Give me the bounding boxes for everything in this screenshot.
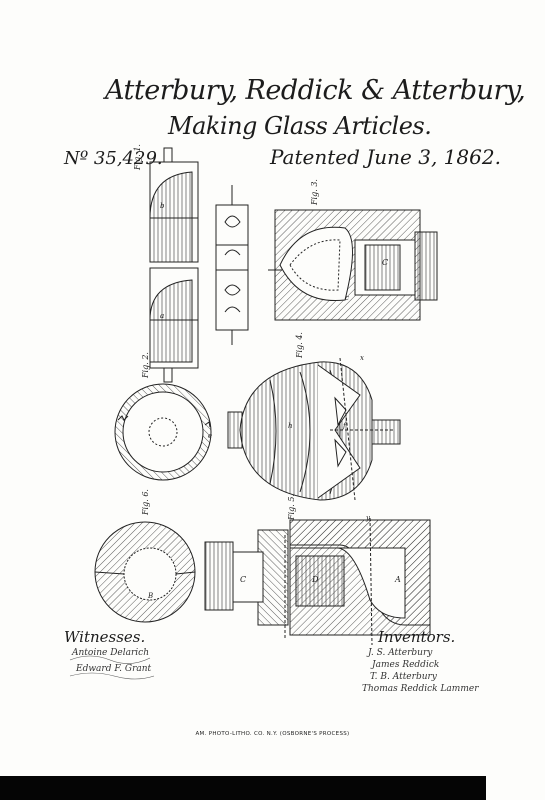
patent-date: Patented June 3, 1862. [270, 145, 501, 169]
figure-6-ring-section [94, 521, 196, 623]
ref-letter-e: e [208, 432, 212, 440]
figure-4-glass-article [227, 357, 401, 501]
inventor-name-1: J. S. Atterbury [368, 648, 433, 658]
witnesses-label: Witnesses. [64, 628, 146, 646]
ref-letter-c: c [345, 294, 349, 302]
patent-title: Atterbury, Reddick & Atterbury, [105, 75, 526, 106]
ref-letter-h: h [288, 422, 293, 430]
inventor-name-4: Thomas Reddick Lammer [362, 684, 479, 694]
fig3-label: Fig. 3. [310, 179, 319, 206]
ref-letter-D: D [311, 575, 319, 584]
scan-border-bar [0, 776, 486, 800]
ref-letter-y: y [365, 514, 371, 522]
ref-letter-b: b [160, 202, 165, 210]
fig5-label: Fig. 5. [287, 494, 296, 521]
fig2-label: Fig. 2. [141, 352, 150, 379]
figure-3-mold-section [268, 209, 438, 321]
witness-signature-scribble-2 [69, 672, 155, 680]
fig4-label: Fig. 4. [295, 332, 304, 359]
inventor-name-2: James Reddick [372, 660, 440, 670]
printer-credit: AM. PHOTO-LITHO. CO. N.Y. (OSBORNE'S PRO… [195, 731, 350, 737]
patent-number: Nº 35,429. [64, 148, 163, 169]
figure-2-ring [114, 383, 212, 481]
ref-letter-B: B [147, 592, 153, 600]
ref-letter-x: x [360, 354, 364, 362]
inventor-name-3: T. B. Atterbury [370, 672, 437, 682]
ref-letter-A: A [394, 575, 401, 584]
ref-letter-C-fig5: C [240, 575, 246, 584]
ref-letter-f: f [342, 422, 347, 430]
witness-name-1: Antoine Delarich [72, 648, 149, 658]
patent-subtitle: Making Glass Articles. [168, 112, 432, 140]
fig6-label: Fig. 6. [141, 489, 150, 516]
witness-signature-scribble-1 [69, 655, 151, 664]
ref-letter-a: a [160, 312, 164, 320]
figure-5-plunger-section [204, 517, 431, 646]
fig1-label: Fig. 1. [133, 144, 142, 171]
ref-letter-C: C [382, 258, 388, 267]
figure-1-mold-halves [149, 147, 249, 383]
inventors-label: Inventors. [378, 628, 456, 646]
witness-name-2: Edward F. Grant [76, 664, 152, 674]
